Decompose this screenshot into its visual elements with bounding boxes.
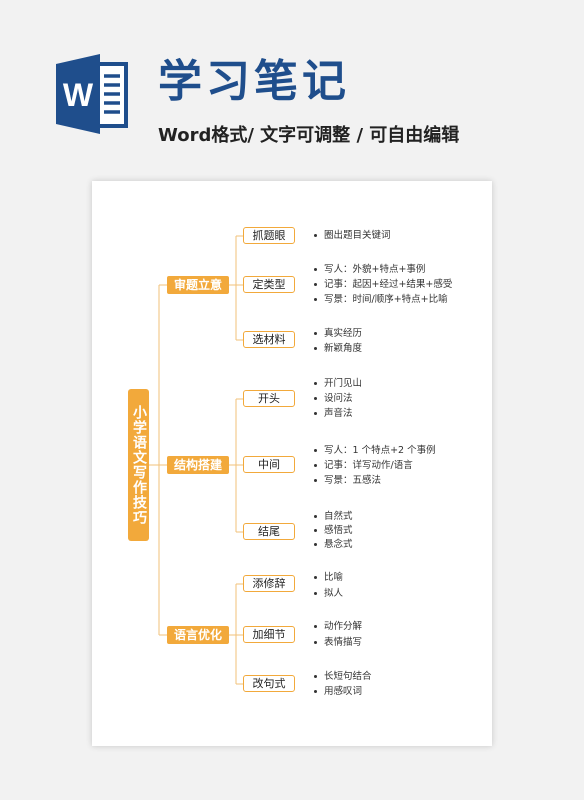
page-title: 学习笔记 bbox=[158, 56, 350, 107]
node-details: 加细节 bbox=[243, 626, 295, 643]
page-subtitle: Word格式/ 文字可调整 / 可自由编辑 bbox=[158, 125, 460, 146]
branch-structure: 结构搭建 bbox=[167, 456, 229, 474]
node-opening: 开头 bbox=[243, 390, 295, 407]
mindmap-root: 小学语文写作技巧 bbox=[128, 389, 149, 541]
list-item: 开门见山 bbox=[314, 377, 362, 391]
list-item: 悬念式 bbox=[314, 538, 353, 552]
list-item: 动作分解 bbox=[314, 620, 362, 634]
list-item: 拟人 bbox=[314, 587, 343, 601]
node-sentence: 改句式 bbox=[243, 675, 295, 692]
node-middle: 中间 bbox=[243, 456, 295, 473]
list-item: 记事：起因+经过+结果+感受 bbox=[314, 278, 452, 292]
list-item: 新颖角度 bbox=[314, 342, 362, 356]
node-define-type: 定类型 bbox=[243, 276, 295, 293]
list-item: 比喻 bbox=[314, 571, 343, 585]
list-item: 写人：1 个特点+2 个事例 bbox=[314, 444, 436, 458]
list-item: 真实经历 bbox=[314, 327, 362, 341]
node-choose-material: 选材料 bbox=[243, 331, 295, 348]
svg-text:W: W bbox=[63, 77, 94, 113]
node-find-keyword: 抓题眼 bbox=[243, 227, 295, 244]
list-item: 表情描写 bbox=[314, 636, 362, 650]
list-item: 写景：时间/顺序+特点+比喻 bbox=[314, 293, 448, 307]
list-item: 写人：外貌+特点+事例 bbox=[314, 263, 425, 277]
word-logo-icon: W bbox=[56, 54, 128, 134]
list-item: 感悟式 bbox=[314, 524, 353, 538]
list-item: 用感叹词 bbox=[314, 685, 362, 699]
node-rhetoric: 添修辞 bbox=[243, 575, 295, 592]
branch-language: 语言优化 bbox=[167, 626, 229, 644]
node-ending: 结尾 bbox=[243, 523, 295, 540]
list-item: 声音法 bbox=[314, 407, 353, 421]
list-item: 记事：详写动作/语言 bbox=[314, 459, 413, 473]
list-item: 设问法 bbox=[314, 392, 353, 406]
list-item: 圈出题目关键词 bbox=[314, 229, 391, 243]
list-item: 写景：五感法 bbox=[314, 474, 381, 488]
branch-audit-topic: 审题立意 bbox=[167, 276, 229, 294]
list-item: 自然式 bbox=[314, 510, 353, 524]
list-item: 长短句结合 bbox=[314, 670, 372, 684]
